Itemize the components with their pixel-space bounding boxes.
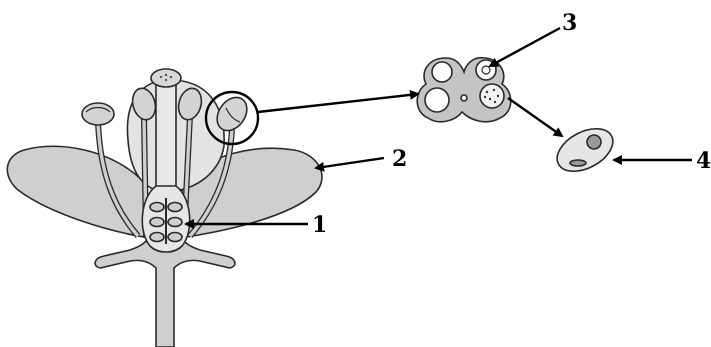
ovule [168, 203, 182, 212]
pollen-sac-bottom-left [425, 88, 449, 112]
ovule [168, 233, 182, 242]
callout-label-4: 4 [696, 148, 711, 174]
callout-label-2: 2 [392, 146, 407, 172]
callout-label-3: 3 [562, 10, 577, 36]
pollen-dot [489, 98, 491, 100]
pistil-style [156, 84, 176, 190]
pollen-dot [486, 91, 488, 93]
pollen-grain-body [550, 120, 620, 180]
stigma-dot [165, 74, 167, 76]
arrow-callout-3 [490, 28, 560, 66]
generative-nucleus [587, 135, 601, 149]
pollen-sac-top-left [432, 62, 452, 82]
tube-nucleus [570, 160, 586, 166]
stigma-dot [160, 76, 162, 78]
pollen-grain [482, 66, 490, 74]
arrow-section-to-pollen [508, 98, 562, 136]
pollen-dot [493, 89, 495, 91]
stigma-dot [170, 76, 172, 78]
ovule [150, 203, 164, 212]
pollen-sac-bottom-right [480, 84, 504, 108]
ovule [150, 233, 164, 242]
arrow-callout-2 [316, 158, 384, 168]
pollen-dot [484, 96, 486, 98]
pollen-grain-detail [550, 120, 620, 180]
ovule [168, 218, 182, 227]
anther-connective [461, 95, 467, 101]
pollen-dot [494, 101, 496, 103]
anther-cross-section [417, 58, 511, 122]
pollen-dot [497, 95, 499, 97]
arrow-anther-to-section [258, 94, 418, 112]
anther-outer-left [82, 103, 114, 125]
ovule [150, 218, 164, 227]
pistil-stigma [151, 69, 181, 87]
stigma-dot [165, 79, 167, 81]
callout-label-1: 1 [312, 212, 327, 238]
